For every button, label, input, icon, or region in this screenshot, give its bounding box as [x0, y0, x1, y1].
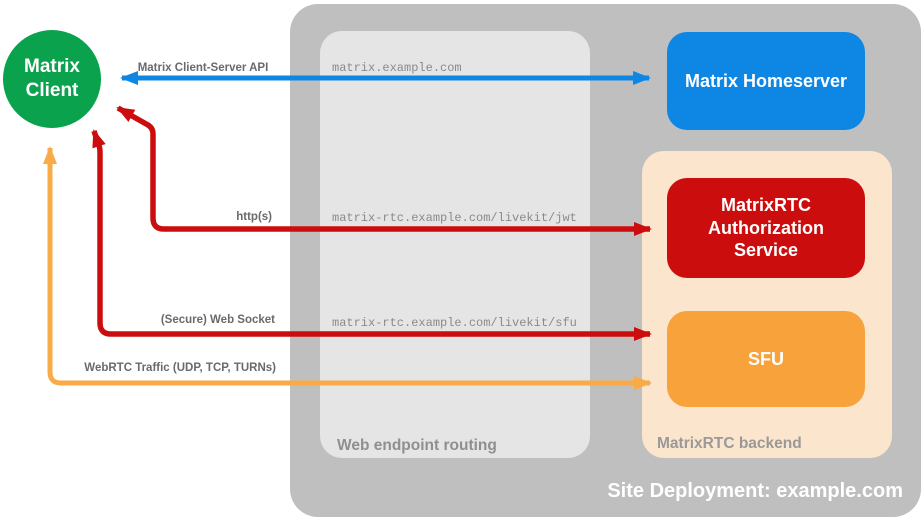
sfu-label: SFU — [748, 348, 784, 369]
web-endpoint-routing-caption: Web endpoint routing — [337, 437, 497, 454]
webrtc-traffic-arrow-label: WebRTC Traffic (UDP, TCP, TURNs) — [84, 362, 276, 374]
web-endpoint-routing-box — [320, 31, 590, 458]
endpoint-url-homeserver: matrix.example.com — [332, 61, 462, 75]
matrix-client-node: Matrix Client — [3, 30, 101, 128]
endpoint-url-livekit-jwt: matrix-rtc.example.com/livekit/jwt — [332, 211, 577, 225]
matrix-homeserver-node: Matrix Homeserver — [667, 32, 865, 130]
web-socket-arrow-label: (Secure) Web Socket — [160, 314, 275, 326]
matrix-client-label: Matrix Client — [24, 56, 80, 101]
matrixrtc-auth-service-node: MatrixRTC Authorization Service — [667, 178, 865, 278]
matrixrtc-backend-caption: MatrixRTC backend — [657, 435, 802, 452]
client-server-api-arrow-label: Matrix Client-Server API — [137, 62, 269, 74]
sfu-node: SFU — [667, 311, 865, 407]
https-arrow-label: http(s) — [236, 211, 272, 223]
endpoint-url-livekit-sfu: matrix-rtc.example.com/livekit/sfu — [332, 316, 577, 330]
matrixrtc-auth-service-label: MatrixRTC Authorization Service — [708, 195, 824, 261]
site-deployment-caption: Site Deployment: example.com — [607, 480, 903, 502]
matrix-homeserver-label: Matrix Homeserver — [684, 70, 848, 91]
